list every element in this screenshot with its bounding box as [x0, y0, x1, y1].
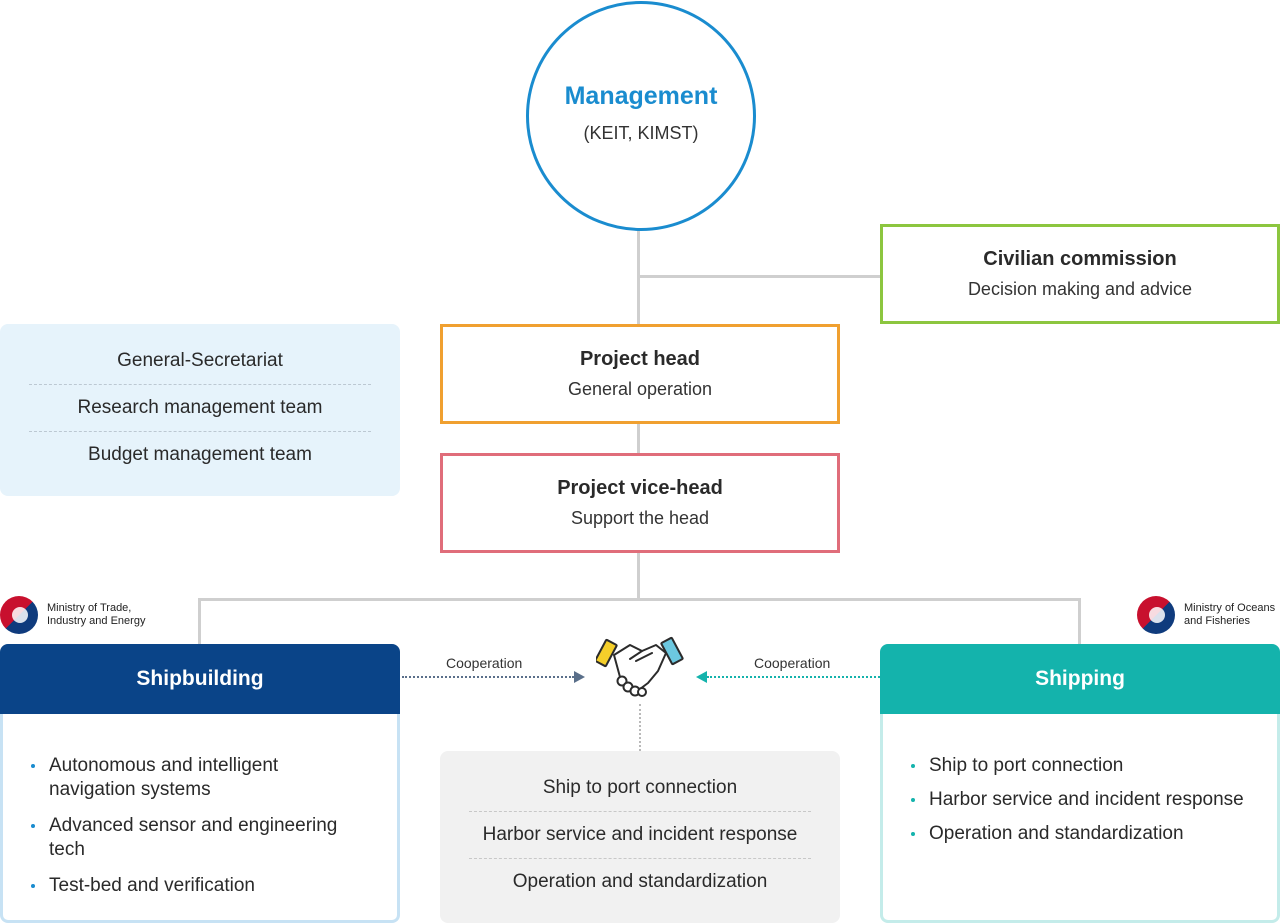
cooperation-arrow-right-head: [574, 671, 585, 683]
civilian-commission-box: Civilian commission Decision making and …: [880, 224, 1280, 324]
secretariat-item: General-Secretariat: [117, 350, 283, 371]
list-item: Advanced sensor and engineering tech: [29, 814, 377, 862]
shipbuilding-title: Shipbuilding: [136, 667, 264, 690]
connector-vice-down: [637, 553, 640, 600]
project-vice-head-subtitle: Support the head: [570, 508, 710, 528]
connector-right-drop: [1078, 598, 1081, 644]
list-item: Autonomous and intelligent navigation sy…: [29, 754, 279, 802]
shipbuilding-body: Autonomous and intelligent navigation sy…: [0, 714, 400, 923]
connector-civilian: [637, 275, 880, 278]
list-item: Harbor service and incident response: [909, 788, 1257, 812]
management-title: Management: [564, 82, 718, 110]
cooperation-arrow-left-line: [402, 676, 574, 678]
ministry-trade-logo: Ministry of Trade, Industry and Energy: [0, 596, 145, 634]
connector-handshake-shared: [639, 704, 641, 751]
shared-item: Harbor service and incident response: [469, 811, 811, 858]
connector-left-drop: [198, 598, 201, 644]
shipbuilding-header: Shipbuilding: [0, 644, 400, 714]
ministry-trade-name: Ministry of Trade, Industry and Energy: [47, 602, 146, 627]
cooperation-arrow-right-line: [707, 676, 880, 678]
shared-tasks-panel: Ship to port connection Harbor service a…: [440, 751, 840, 923]
shipping-list: Ship to port connection Harbor service a…: [883, 754, 1277, 846]
civilian-commission-subtitle: Decision making and advice: [967, 279, 1193, 299]
cooperation-arrow-left-head: [696, 671, 707, 683]
list-item: Operation and standardization: [909, 822, 1257, 846]
connector-head-vice: [637, 424, 640, 453]
secretariat-item: Budget management team: [29, 431, 371, 478]
project-vice-head-title: Project vice-head: [557, 477, 723, 499]
ministry-oceans-name: Ministry of Oceans and Fisheries: [1184, 602, 1276, 627]
connector-horizontal-divisions: [198, 598, 1081, 601]
list-item: Ship to port connection: [909, 754, 1257, 778]
shipbuilding-list: Autonomous and intelligent navigation sy…: [3, 754, 397, 898]
secretariat-panel: General-Secretariat Research management …: [0, 324, 400, 496]
shared-item: Operation and standardization: [469, 858, 811, 905]
management-subtitle: (KEIT, KIMST): [583, 123, 699, 143]
management-circle: Management (KEIT, KIMST): [526, 1, 756, 231]
secretariat-item: Research management team: [29, 384, 371, 431]
project-vice-head-box: Project vice-head Support the head: [440, 453, 840, 553]
cooperation-label-right: Cooperation: [754, 655, 831, 671]
project-head-subtitle: General operation: [567, 379, 713, 399]
civilian-commission-title: Civilian commission: [983, 248, 1177, 270]
shipping-header: Shipping: [880, 644, 1280, 714]
shared-item: Ship to port connection: [542, 777, 738, 798]
project-head-title: Project head: [579, 348, 701, 370]
ministry-oceans-logo: Ministry of Oceans and Fisheries: [1137, 596, 1275, 634]
list-item: Test-bed and verification: [29, 874, 377, 898]
taegeuk-emblem-icon: [0, 596, 38, 634]
shipping-title: Shipping: [1035, 667, 1125, 690]
shipping-body: Ship to port connection Harbor service a…: [880, 714, 1280, 923]
handshake-icon: [596, 636, 684, 697]
cooperation-label-left: Cooperation: [446, 655, 523, 671]
project-head-box: Project head General operation: [440, 324, 840, 424]
taegeuk-emblem-icon: [1137, 596, 1175, 634]
